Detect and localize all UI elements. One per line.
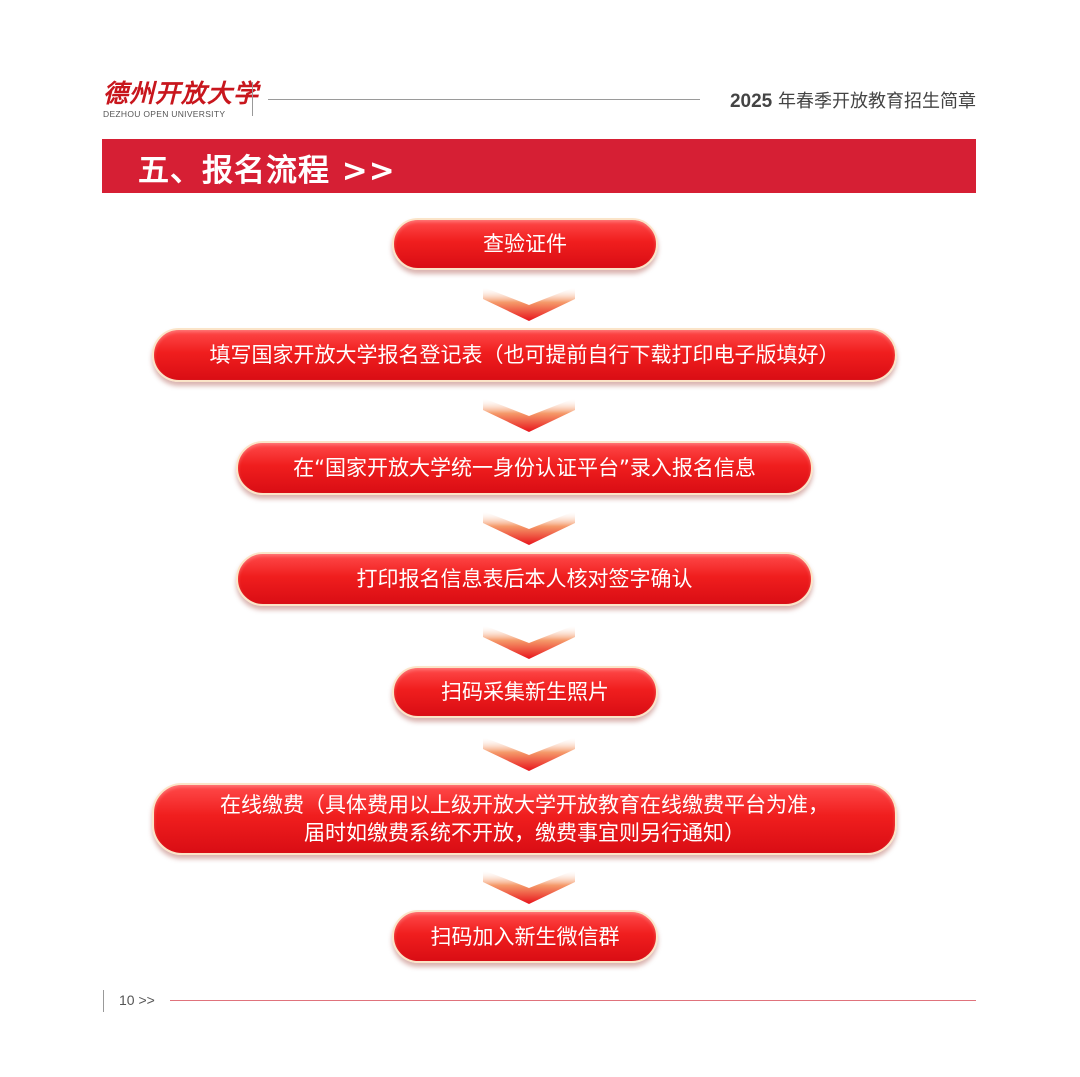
header-divider-line [268, 99, 700, 100]
document-title-year: 2025 [729, 91, 773, 112]
logo-english-name: DEZHOU OPEN UNIVERSITY [103, 109, 226, 119]
step-label: 扫码采集新生照片 [441, 680, 609, 704]
chevron-down-icon [483, 625, 575, 659]
step-join-wechat-group: 扫码加入新生微信群 [392, 910, 658, 963]
chevron-down-icon [483, 398, 575, 432]
chevron-down-icon [483, 511, 575, 545]
step-label-line-2: 届时如缴费系统不开放，缴费事宜则另行通知） [304, 821, 745, 845]
step-label: 打印报名信息表后本人核对签字确认 [356, 567, 693, 591]
step-print-and-sign: 打印报名信息表后本人核对签字确认 [236, 552, 813, 606]
step-enter-info-online: 在“国家开放大学统一身份认证平台”录入报名信息 [236, 441, 813, 495]
document-title-text: 年春季开放教育招生简章 [772, 91, 976, 112]
logo-separator [252, 82, 253, 116]
university-logo: 德州开放大学 DEZHOU OPEN UNIVERSITY [103, 79, 260, 120]
chevron-down-icon [483, 287, 575, 321]
chevron-down-icon [483, 737, 575, 771]
step-verify-documents: 查验证件 [392, 218, 658, 270]
step-label: 在“国家开放大学统一身份认证平台”录入报名信息 [293, 456, 756, 480]
page-number: 10 >> [119, 992, 155, 1008]
footer-tick [103, 990, 104, 1012]
step-photo-collection: 扫码采集新生照片 [392, 666, 658, 718]
document-title: 2025 年春季开放教育招生简章 [730, 87, 976, 113]
step-label: 扫码加入新生微信群 [430, 924, 620, 949]
step-label-line-1: 在线缴费（具体费用以上级开放大学开放教育在线缴费平台为准， [220, 793, 829, 817]
step-label: 填写国家开放大学报名登记表（也可提前自行下载打印电子版填好） [209, 343, 840, 367]
step-label: 查验证件 [483, 232, 567, 256]
footer-divider-line [170, 1000, 976, 1001]
chevron-down-icon [483, 870, 575, 904]
step-fill-registration-form: 填写国家开放大学报名登记表（也可提前自行下载打印电子版填好） [152, 328, 897, 382]
step-online-payment: 在线缴费（具体费用以上级开放大学开放教育在线缴费平台为准， 届时如缴费系统不开放… [152, 783, 897, 855]
section-title: 五、报名流程 >> [138, 153, 396, 189]
section-banner: 五、报名流程 >> [102, 139, 976, 193]
logo-chinese-name: 德州开放大学 [103, 79, 260, 108]
